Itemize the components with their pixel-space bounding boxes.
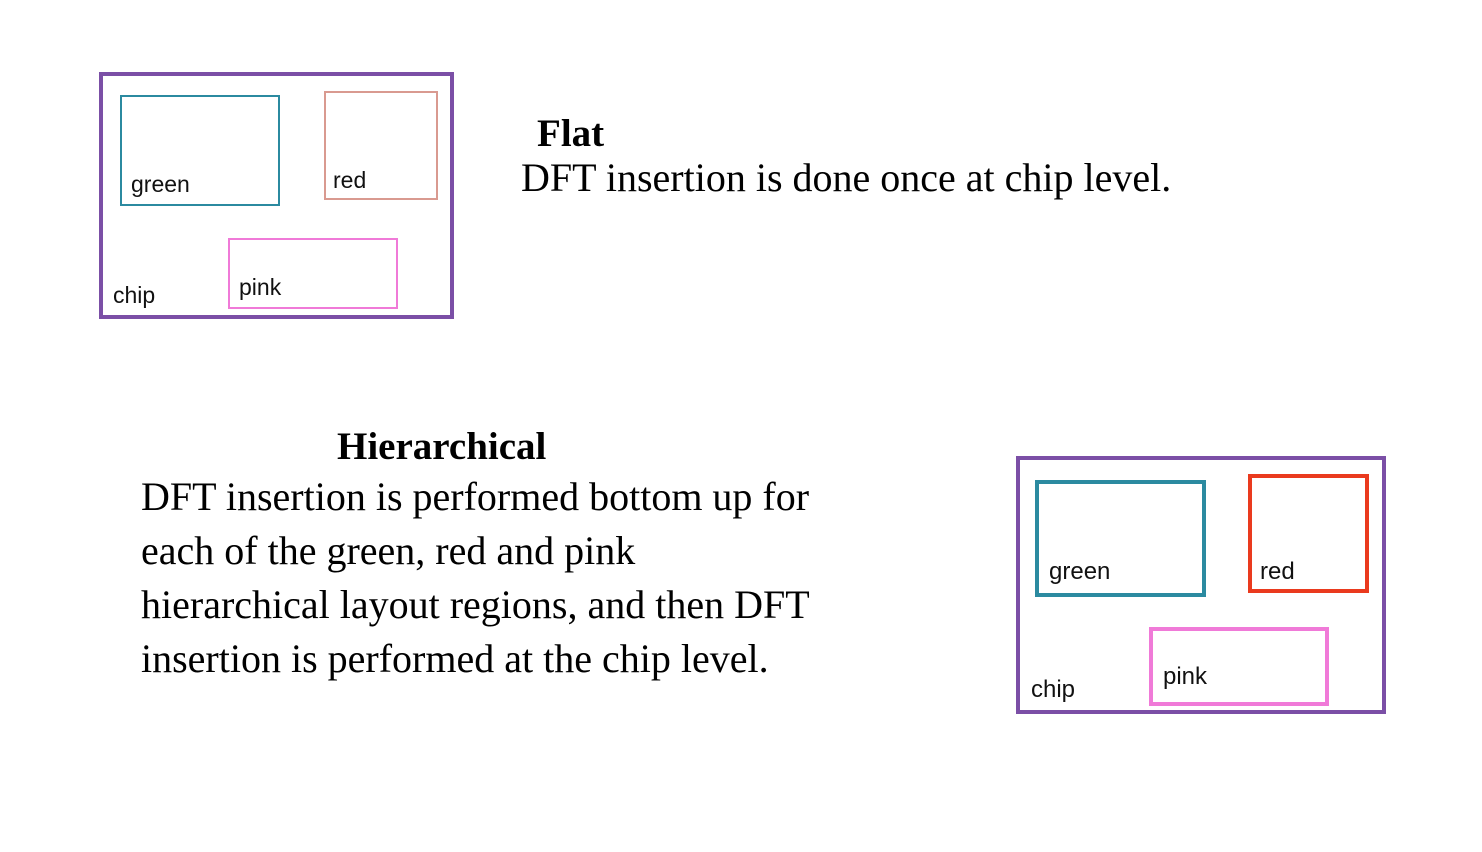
flat-description: DFT insertion is done once at chip level…	[521, 155, 1172, 200]
hierarchical-description-line: insertion is performed at the chip level…	[141, 636, 769, 681]
hierarchical-description-line: hierarchical layout regions, and then DF…	[141, 582, 810, 627]
flat-chip-label: chip	[113, 282, 156, 308]
hierarchical-pink-region: pink	[1149, 627, 1329, 706]
hierarchical-green-region: green	[1035, 480, 1206, 597]
flat-green-label: green	[131, 171, 190, 197]
hierarchical-description-line: DFT insertion is performed bottom up for	[141, 474, 810, 519]
flat-red-label: red	[333, 167, 367, 193]
flat-green-region: green	[120, 95, 280, 206]
hierarchical-red-region: red	[1248, 474, 1369, 593]
flat-chip-diagram: green red pink chip	[99, 72, 454, 319]
flat-pink-region: pink	[228, 238, 398, 309]
hierarchical-chip-diagram: green red pink chip	[1016, 456, 1386, 714]
flat-red-region: red	[324, 91, 438, 200]
hierarchical-description-line: each of the green, red and pink	[141, 528, 636, 573]
hierarchical-chip-label: chip	[1031, 676, 1076, 703]
hierarchical-pink-label: pink	[1163, 663, 1208, 690]
hierarchical-green-label: green	[1049, 558, 1111, 585]
hierarchical-title: Hierarchical	[337, 425, 547, 468]
hierarchical-description: DFT insertion is performed bottom up for…	[141, 470, 931, 686]
flat-pink-label: pink	[239, 274, 282, 300]
flat-title: Flat	[537, 112, 605, 155]
hierarchical-red-label: red	[1260, 558, 1295, 585]
